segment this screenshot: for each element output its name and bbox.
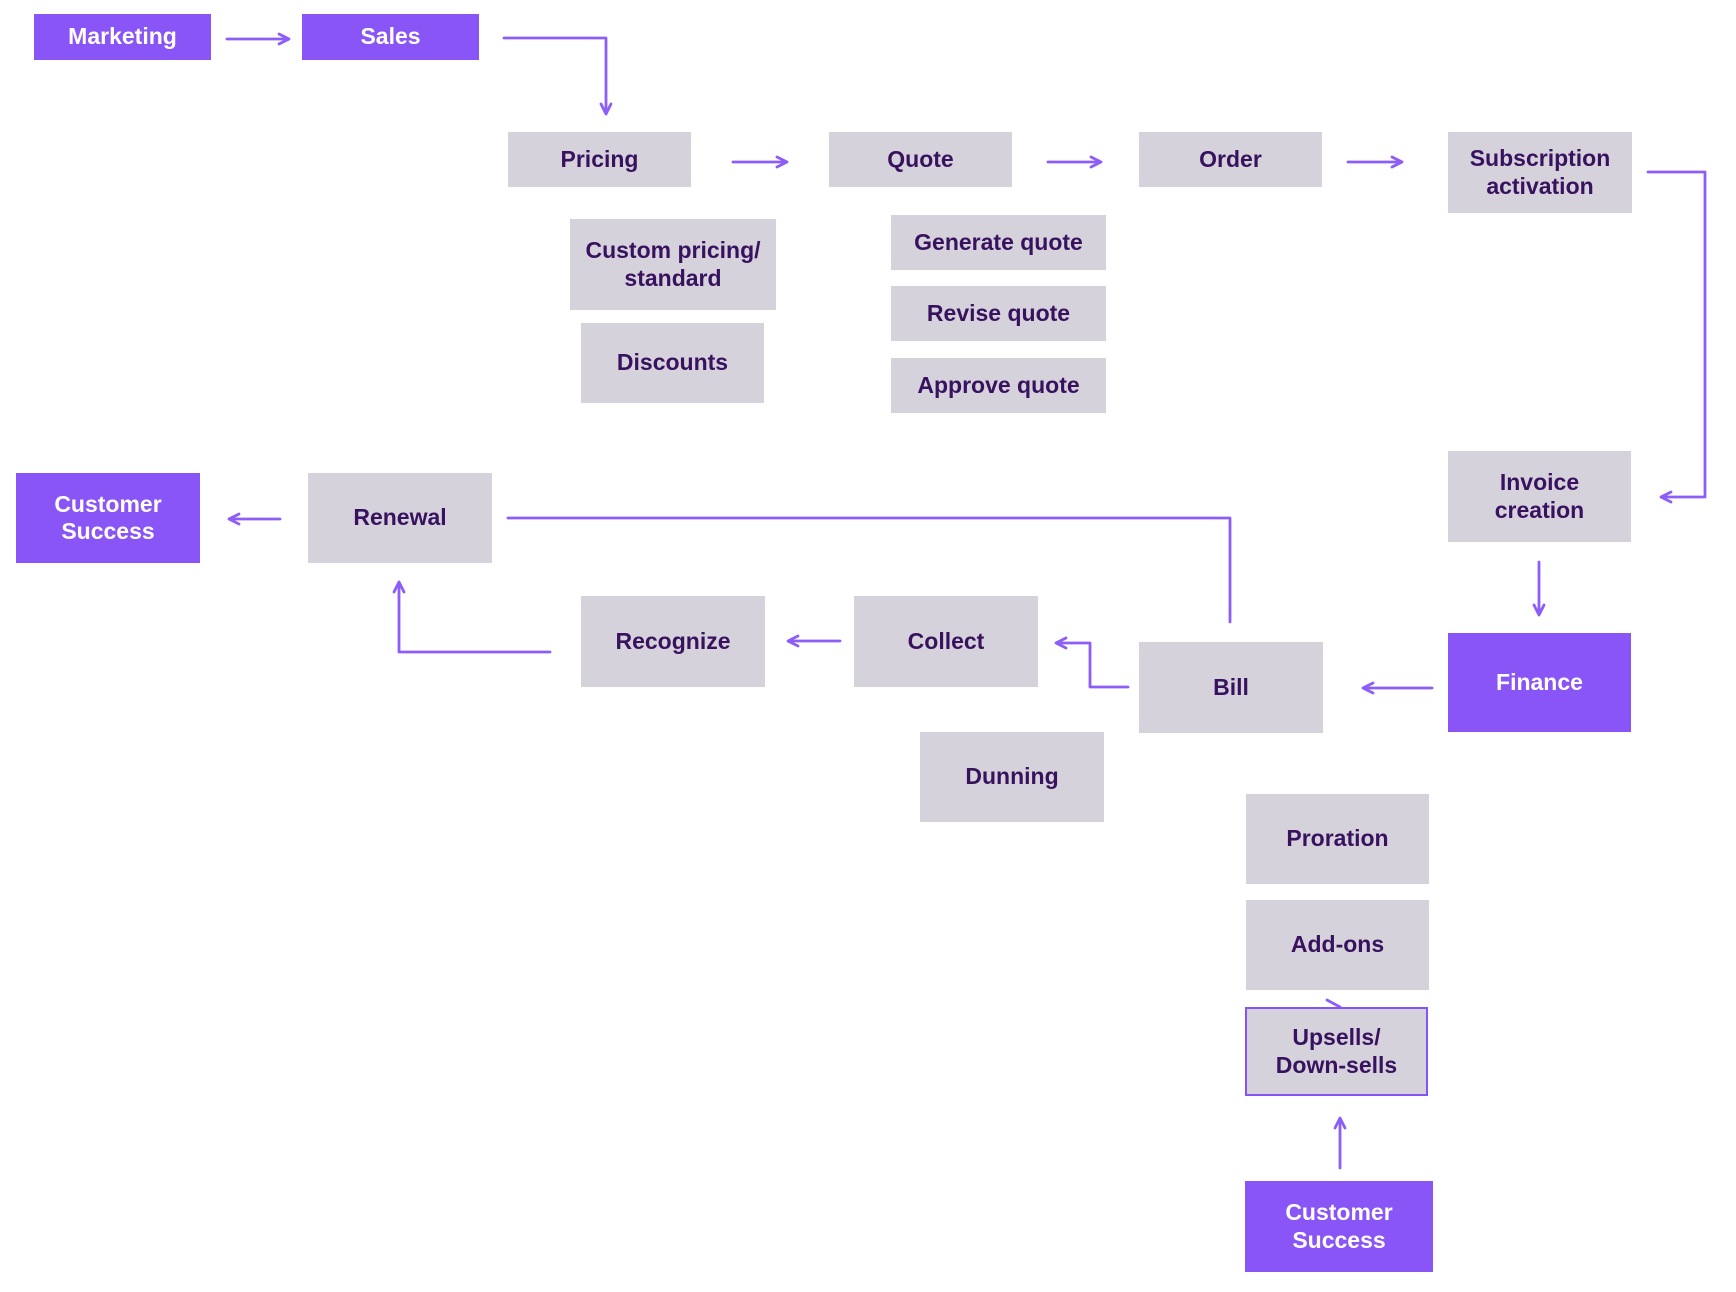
node-pricing: Pricing [508, 132, 691, 187]
node-approve-quote: Approve quote [891, 358, 1106, 413]
node-renewal: Renewal [308, 473, 492, 563]
node-addons: Add-ons [1246, 900, 1429, 990]
node-custom-pricing: Custom pricing/ standard [570, 219, 776, 310]
node-customer-success-bottom: Customer Success [1245, 1181, 1433, 1272]
node-generate-quote: Generate quote [891, 215, 1106, 270]
node-revise-quote: Revise quote [891, 286, 1106, 341]
node-dunning: Dunning [920, 732, 1104, 822]
node-upsells-downsells: Upsells/ Down-sells [1245, 1007, 1428, 1096]
connector-sales-pricing [502, 36, 613, 116]
connector-recognize-renewal [392, 580, 552, 654]
node-finance: Finance [1448, 633, 1631, 732]
connector-subscription-invoice [1646, 170, 1707, 504]
node-sales: Sales [302, 14, 479, 60]
node-order: Order [1139, 132, 1322, 187]
node-bill: Bill [1139, 642, 1323, 733]
node-marketing: Marketing [34, 14, 211, 60]
node-customer-success-left: Customer Success [16, 473, 200, 563]
node-quote: Quote [829, 132, 1012, 187]
node-proration: Proration [1246, 794, 1429, 884]
node-invoice-creation: Invoice creation [1448, 451, 1631, 542]
node-subscription-activation: Subscription activation [1448, 132, 1632, 213]
node-collect: Collect [854, 596, 1038, 687]
node-discounts: Discounts [581, 323, 764, 403]
node-recognize: Recognize [581, 596, 765, 687]
connector-bill-collect [1054, 636, 1130, 689]
